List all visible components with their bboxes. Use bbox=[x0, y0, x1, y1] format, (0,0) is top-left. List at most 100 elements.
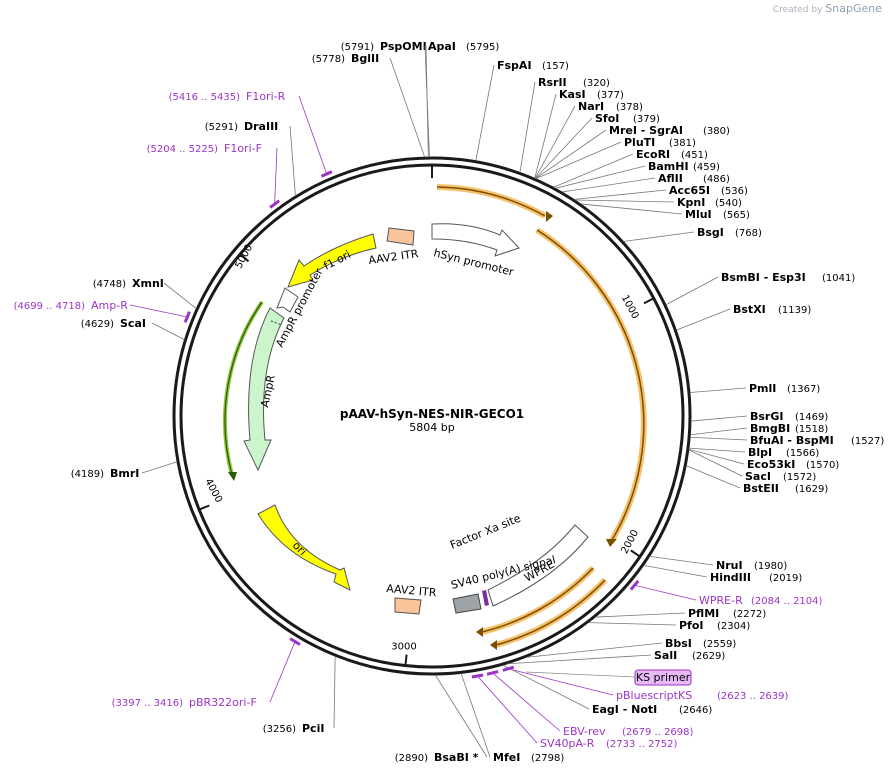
primer-wpre-r[interactable]: WPRE-R(2084 .. 2104) bbox=[629, 579, 823, 607]
enzyme-name: BmgBI bbox=[750, 422, 790, 435]
enzyme-leader bbox=[688, 447, 746, 453]
enzyme-name: PciI bbox=[302, 722, 324, 735]
primer-name: F1ori-F bbox=[224, 142, 262, 155]
enzyme-site-scai[interactable]: (4629)ScaI bbox=[81, 317, 185, 341]
enzyme-position: (1980) bbox=[754, 561, 787, 572]
enzyme-site-pluti[interactable]: PluTI(381) bbox=[535, 136, 696, 180]
primer-ebv-rev[interactable]: EBV-rev(2679 .. 2698) bbox=[486, 670, 694, 738]
enzyme-site-hindiii[interactable]: HindIII(2019) bbox=[643, 565, 803, 584]
enzyme-site-bglii[interactable]: (5778)BglII bbox=[312, 52, 426, 158]
primer-range: (5204 .. 5225) bbox=[147, 144, 219, 155]
enzyme-leader bbox=[580, 203, 683, 215]
enzyme-site-acc65i[interactable]: Acc65I (536) bbox=[573, 184, 748, 200]
enzyme-name: Acc65I bbox=[669, 184, 710, 197]
enzyme-site-ecori[interactable]: EcoRI(451) bbox=[553, 148, 708, 188]
enzyme-site-blpi[interactable]: BlpI(1566) bbox=[688, 446, 819, 459]
enzyme-name: XmnI bbox=[132, 277, 164, 290]
enzyme-leader bbox=[534, 93, 557, 179]
enzyme-site-saci[interactable]: SacI(1572) bbox=[688, 449, 817, 483]
enzyme-site-sali[interactable]: SalI(2629) bbox=[507, 649, 725, 665]
enzyme-position: (4629) bbox=[81, 319, 114, 330]
feature-label-aav2-itr-bottom: AAV2 ITR bbox=[386, 582, 438, 599]
tick-label: 4000 bbox=[202, 477, 224, 505]
feature-label-aav2-itr-top: AAV2 ITR bbox=[368, 247, 420, 267]
enzyme-name: PmlI bbox=[749, 382, 776, 395]
enzyme-site-bsgi[interactable]: BsgI(768) bbox=[623, 226, 762, 242]
enzyme-site-bsabi-[interactable]: (2890)BsaBI * bbox=[395, 674, 488, 764]
enzyme-site-pcii[interactable]: (3256) PciI bbox=[263, 656, 336, 735]
enzyme-site-bmgbi[interactable]: BmgBI(1518) bbox=[690, 422, 828, 436]
primer-range: (2084 .. 2104) bbox=[751, 596, 823, 607]
primer-f1ori-f[interactable]: (5204 .. 5225) F1ori-F bbox=[147, 142, 281, 209]
ks-primer-leader bbox=[525, 671, 636, 678]
enzyme-site-bfuai-bspmi[interactable]: BfuAI - BspMI(1527) bbox=[690, 434, 884, 447]
feature-label-factor-xa: Factor Xa site bbox=[448, 512, 522, 552]
enzyme-position: (320) bbox=[583, 78, 610, 89]
primer-leader bbox=[634, 584, 697, 601]
enzyme-position: (4189) bbox=[71, 469, 104, 480]
primer-leader bbox=[269, 641, 296, 703]
enzyme-site-apai[interactable]: ApaI(5795) bbox=[424, 40, 499, 158]
enzyme-site-eco53ki[interactable]: Eco53kI(1570) bbox=[688, 448, 839, 471]
enzyme-site-bamhi[interactable]: BamHI(459) bbox=[555, 160, 720, 189]
tick-mark bbox=[404, 654, 408, 666]
primer-name: F1ori-R bbox=[246, 90, 286, 103]
enzyme-site-mlui[interactable]: MluI(565) bbox=[580, 203, 750, 221]
primer-leader bbox=[477, 675, 538, 744]
enzyme-position: (768) bbox=[735, 228, 762, 239]
enzyme-site-aflii[interactable]: AflII(486) bbox=[562, 172, 730, 193]
enzyme-position: (536) bbox=[721, 186, 748, 197]
enzyme-name: BsrGI bbox=[750, 410, 783, 423]
enzyme-name: PflMI bbox=[688, 607, 719, 620]
primer-amp-r[interactable]: (4699 .. 4718)Amp-R bbox=[14, 299, 191, 323]
enzyme-site-bsrgi[interactable]: BsrGI(1469) bbox=[690, 410, 828, 423]
enzyme-name: SacI bbox=[745, 470, 771, 483]
primer-f1ori-r[interactable]: (5416 .. 5435)F1ori-R bbox=[169, 90, 333, 178]
enzyme-site-fspai[interactable]: FspAI(157) bbox=[475, 59, 569, 161]
enzyme-site-bsmbi-esp3i[interactable]: BsmBI - Esp3I(1041) bbox=[665, 271, 855, 306]
enzyme-leader bbox=[690, 436, 748, 441]
enzyme-name: BlpI bbox=[748, 446, 772, 459]
primer-binding-mark bbox=[289, 637, 301, 646]
enzyme-site-mrei-sgrai[interactable]: MreI - SgrAI(380) bbox=[535, 124, 730, 179]
primer-leader bbox=[492, 672, 561, 732]
enzyme-position: (540) bbox=[715, 198, 742, 209]
enzyme-name: BfuAI - BspMI bbox=[750, 434, 834, 447]
ampr-promoter-boundary bbox=[270, 320, 283, 326]
enzyme-site-sfoi[interactable]: SfoI(379) bbox=[535, 112, 660, 179]
enzyme-leader bbox=[525, 642, 663, 658]
enzyme-position: (3256) bbox=[263, 724, 296, 735]
enzyme-layer: (5791)PspOMI(5778)BglIIApaI(5795)FspAI(1… bbox=[71, 40, 885, 764]
primer-pbr322ori-f[interactable]: (3397 .. 3416)pBR322ori-F bbox=[112, 637, 301, 709]
enzyme-site-rsrii[interactable]: RsrII(320) bbox=[519, 76, 610, 173]
enzyme-site-nrui[interactable]: NruI(1980) bbox=[649, 555, 788, 572]
enzyme-site-eagi-noti[interactable]: EagI - NotI(2646) bbox=[502, 664, 712, 716]
enzyme-leader bbox=[595, 612, 686, 618]
enzyme-site-draiii[interactable]: (5291)DraIII bbox=[205, 120, 296, 196]
enzyme-site-mfei[interactable]: MfeI(2798) bbox=[460, 673, 564, 764]
enzyme-site-kasi[interactable]: KasI(377) bbox=[534, 88, 624, 179]
enzyme-site-pfoi[interactable]: PfoI(2304) bbox=[588, 619, 750, 632]
tick-label: 1000 bbox=[619, 293, 641, 321]
enzyme-name: PspOMI bbox=[380, 40, 427, 53]
enzyme-site-bmri[interactable]: (4189)BmrI bbox=[71, 461, 178, 480]
enzyme-leader bbox=[163, 282, 197, 309]
enzyme-site-bstxi[interactable]: BstXI(1139) bbox=[676, 303, 811, 331]
enzyme-name: MluI bbox=[685, 208, 712, 221]
enzyme-leader bbox=[688, 448, 745, 465]
ks-primer-badge[interactable] bbox=[634, 669, 692, 686]
enzyme-site-pmli[interactable]: PmlI(1367) bbox=[689, 382, 820, 395]
enzyme-site-kpni[interactable]: KpnI(540) bbox=[574, 196, 742, 209]
primer-pbluescriptks[interactable]: pBluescriptKS(2623 .. 2639) bbox=[502, 665, 789, 702]
enzyme-site-pflmi[interactable]: PflMI(2272) bbox=[595, 607, 766, 620]
enzyme-site-nari[interactable]: NarI(378) bbox=[534, 100, 643, 179]
primer-leader bbox=[508, 668, 614, 696]
enzyme-position: (451) bbox=[681, 150, 708, 161]
orf-arc-return-outer-arrowhead bbox=[476, 627, 483, 637]
enzyme-site-xmni[interactable]: (4748)XmnI bbox=[93, 277, 197, 309]
primer-range: (4699 .. 4718) bbox=[14, 301, 86, 312]
enzyme-site-bsteii[interactable]: BstEII(1629) bbox=[686, 465, 828, 495]
primer-sv40pa-r[interactable]: SV40pA-R(2733 .. 2752) bbox=[471, 673, 678, 750]
enzyme-site-bbsi[interactable]: BbsI(2559) bbox=[525, 637, 736, 658]
